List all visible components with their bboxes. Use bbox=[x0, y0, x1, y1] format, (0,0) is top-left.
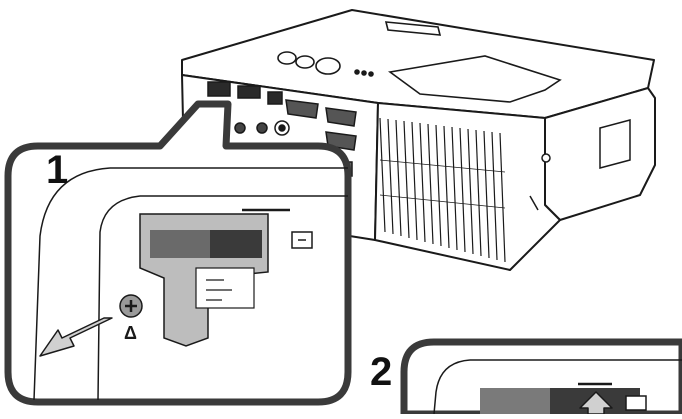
projector-top-details bbox=[277, 21, 562, 103]
step-number-2: 2 bbox=[370, 350, 393, 394]
cable-cover-icon bbox=[139, 208, 313, 347]
step-number-1: 1 bbox=[46, 148, 69, 192]
terminal-mark-label: Δ bbox=[124, 323, 137, 343]
callout-step-2 bbox=[400, 338, 682, 418]
vent-grille bbox=[379, 117, 506, 263]
security-screw-icon bbox=[119, 294, 143, 318]
callout-step-1 bbox=[4, 100, 352, 406]
terminal-panel bbox=[207, 81, 357, 177]
pull-out-arrow-icon bbox=[39, 317, 113, 357]
side-details bbox=[529, 119, 631, 211]
push-up-arrow-icon bbox=[579, 391, 613, 415]
